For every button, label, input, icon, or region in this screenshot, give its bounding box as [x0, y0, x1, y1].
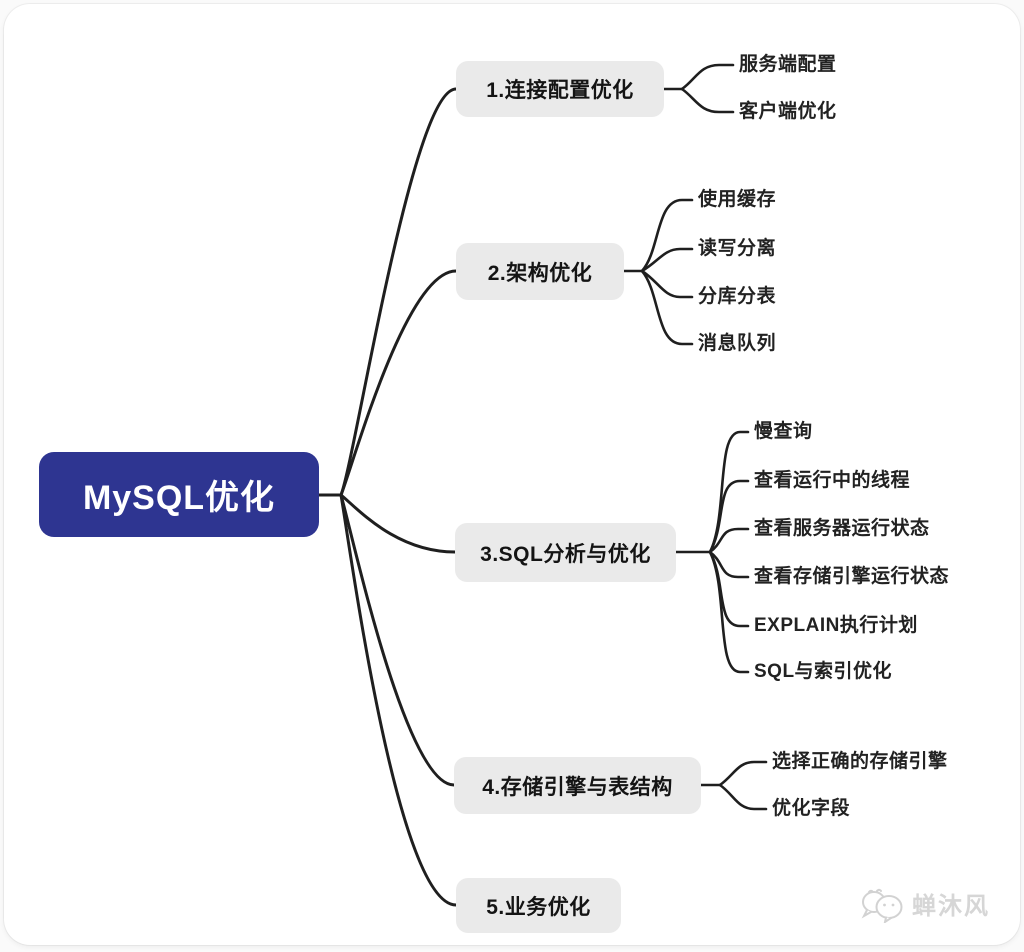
leaf-node[interactable]: 查看服务器运行状态 — [754, 518, 930, 539]
branch-node-storage-engine[interactable]: 4.存储引擎与表结构 — [454, 757, 701, 814]
leaf-node[interactable]: 查看存储引擎运行状态 — [754, 566, 950, 587]
mindmap-canvas: MySQL优化 1.连接配置优化 2.架构优化 3.SQL分析与优化 4.存储引… — [4, 4, 1020, 945]
leaf-node[interactable]: 读写分离 — [698, 238, 777, 259]
watermark: 蝉沐风 — [860, 883, 990, 923]
leaf-node[interactable]: 分库分表 — [698, 286, 777, 307]
branch-node-connection-config[interactable]: 1.连接配置优化 — [456, 61, 664, 117]
leaf-node[interactable]: EXPLAIN执行计划 — [754, 615, 918, 636]
leaf-node[interactable]: 查看运行中的线程 — [754, 470, 911, 491]
watermark-text: 蝉沐风 — [912, 892, 990, 920]
connector-lines — [317, 63, 768, 907]
leaf-node[interactable]: 消息队列 — [698, 333, 777, 354]
root-node[interactable]: MySQL优化 — [39, 452, 319, 537]
leaf-node[interactable]: SQL与索引优化 — [754, 661, 893, 682]
leaf-node[interactable]: 慢查询 — [754, 421, 813, 442]
branch-node-architecture[interactable]: 2.架构优化 — [456, 243, 624, 300]
leaf-node[interactable]: 客户端优化 — [739, 101, 837, 122]
branch-node-sql-analysis[interactable]: 3.SQL分析与优化 — [455, 523, 676, 582]
leaf-node[interactable]: 选择正确的存储引擎 — [772, 751, 948, 772]
branch-node-business[interactable]: 5.业务优化 — [456, 878, 621, 933]
wechat-icon — [861, 888, 903, 923]
leaf-node[interactable]: 优化字段 — [772, 798, 851, 819]
leaf-node[interactable]: 服务端配置 — [739, 54, 837, 75]
leaf-node[interactable]: 使用缓存 — [698, 189, 777, 210]
